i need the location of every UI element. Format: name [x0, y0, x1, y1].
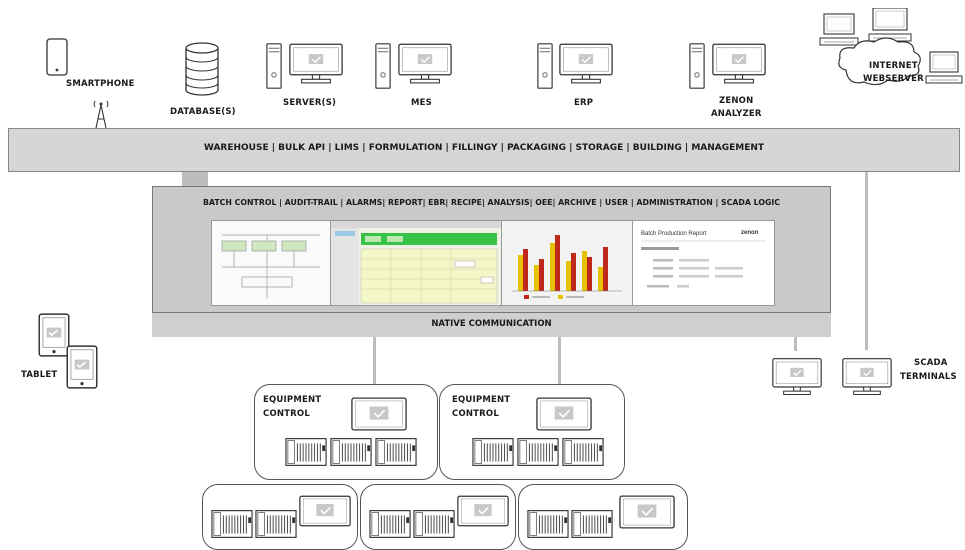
- enterprise-systems-bar: WAREHOUSE | BULK API | LIMS | FORMULATIO…: [8, 128, 960, 172]
- tablet-label: TABLET: [21, 370, 58, 380]
- plc-icon: [211, 509, 253, 539]
- plc-icon: [472, 437, 514, 467]
- equipment-group-lower: [360, 484, 516, 550]
- server-tower-icon: [266, 42, 282, 90]
- equipment-group-lower: [202, 484, 358, 550]
- analyzer-label-1: ZENON: [719, 96, 754, 106]
- operator-panel-icon: [351, 397, 407, 431]
- connector-line: [182, 172, 208, 186]
- operator-panel-icon: [299, 495, 351, 527]
- plc-icon: [413, 509, 455, 539]
- analysis-chart-thumbnail: [502, 221, 632, 305]
- analyzer-monitor-icon: [712, 43, 766, 85]
- internet-computers-icon: [818, 8, 963, 98]
- equipment-label-1: EQUIPMENT: [263, 395, 322, 405]
- plc-icon: [517, 437, 559, 467]
- scada-label-1: SCADA: [914, 358, 948, 368]
- erp-tower-icon: [537, 42, 553, 90]
- enterprise-systems-label: WAREHOUSE | BULK API | LIMS | FORMULATIO…: [203, 143, 765, 153]
- connector-line: [794, 335, 797, 351]
- mes-label: MES: [411, 98, 432, 108]
- scada-label-2: TERMINALS: [900, 372, 957, 382]
- modules-label: BATCH CONTROL | AUDIT-TRAIL | ALARMS| RE…: [202, 198, 780, 207]
- smartphone-label: SMARTPHONE: [66, 79, 135, 89]
- native-communication-bar: NATIVE COMMUNICATION: [152, 312, 831, 337]
- webserver-label-1: INTERNET: [869, 61, 918, 71]
- batch-diagram-thumbnail: [212, 221, 330, 305]
- connector-line: [865, 172, 868, 350]
- recipe-grid-thumbnail: [331, 221, 501, 305]
- equipment-label-2: CONTROL: [452, 409, 499, 419]
- mes-tower-icon: [375, 42, 391, 90]
- plc-icon: [255, 509, 297, 539]
- plc-icon: [527, 509, 569, 539]
- native-communication-label: NATIVE COMMUNICATION: [431, 319, 552, 329]
- plc-icon: [369, 509, 411, 539]
- scada-terminal-icon: [842, 351, 892, 403]
- plc-icon: [562, 437, 604, 467]
- report-brand: zenon: [741, 230, 759, 236]
- scada-terminal-icon: [772, 351, 822, 403]
- equipment-label-2: CONTROL: [263, 409, 310, 419]
- database-icon: [184, 41, 220, 97]
- server-label: SERVER(S): [283, 98, 337, 108]
- antenna-icon: [92, 95, 110, 129]
- operator-panel-icon: [536, 397, 592, 431]
- batch-report-thumbnail: Batch Production Report zenon: [633, 221, 774, 305]
- equipment-group-lower: [518, 484, 688, 550]
- database-label: DATABASE(S): [170, 107, 236, 117]
- equipment-control-group: EQUIPMENT CONTROL: [439, 384, 625, 480]
- operator-panel-icon: [457, 495, 509, 527]
- mes-monitor-icon: [398, 43, 452, 85]
- erp-label: ERP: [574, 98, 594, 108]
- connector-line: [373, 336, 376, 384]
- plc-icon: [375, 437, 417, 467]
- webserver-label-2: WEBSERVER: [863, 74, 924, 84]
- plc-icon: [285, 437, 327, 467]
- server-monitor-icon: [289, 43, 343, 85]
- tablet-icon: [66, 343, 98, 391]
- analyzer-label-2: ANALYZER: [711, 109, 762, 119]
- equipment-control-group: EQUIPMENT CONTROL: [254, 384, 438, 480]
- connector-line: [558, 336, 561, 384]
- zenon-main-panel: BATCH CONTROL | AUDIT-TRAIL | ALARMS| RE…: [152, 186, 831, 337]
- screenshot-strip: Batch Production Report zenon: [211, 220, 775, 306]
- erp-monitor-icon: [559, 43, 613, 85]
- smartphone-icon: [46, 38, 68, 76]
- report-title: Batch Production Report: [641, 231, 707, 237]
- analyzer-tower-icon: [689, 42, 705, 90]
- equipment-label-1: EQUIPMENT: [452, 395, 511, 405]
- plc-icon: [571, 509, 613, 539]
- operator-panel-icon: [619, 495, 675, 529]
- plc-icon: [330, 437, 372, 467]
